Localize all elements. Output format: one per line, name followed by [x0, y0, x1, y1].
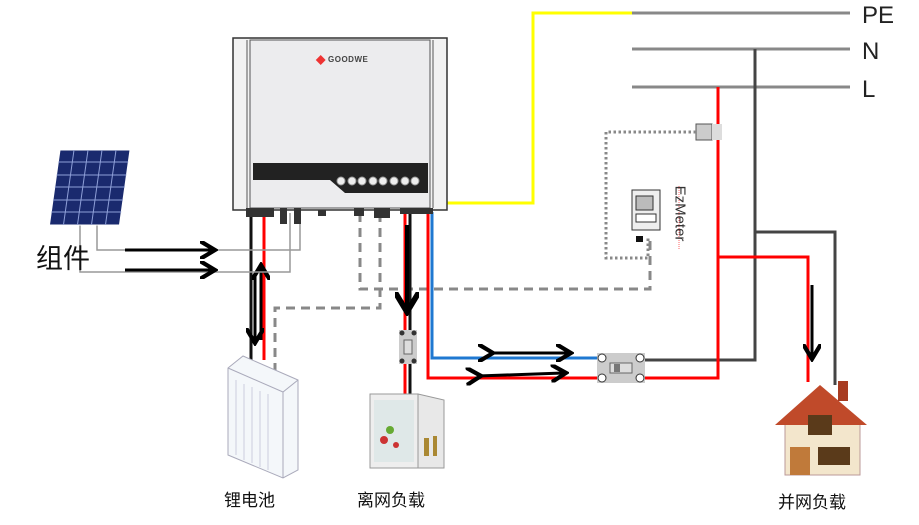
goodwe-logo-icon: [315, 55, 326, 65]
house: [775, 381, 867, 476]
ct-comm-wire: [604, 130, 696, 260]
live-grid-wire: [645, 87, 720, 380]
ac-neutral-wire: [430, 212, 597, 360]
pe-wire: [447, 11, 632, 205]
inverter-brand: GOODWE: [328, 55, 369, 64]
neutral-load-wire: [755, 230, 837, 385]
pv-wire-1: [96, 213, 301, 251]
offgrid-breaker[interactable]: [399, 330, 417, 364]
battery-comm-wire: [273, 213, 382, 375]
pe-label: PE: [862, 2, 895, 29]
battery-unit: [227, 355, 299, 479]
ct-sensor: [695, 123, 722, 141]
grid-flow-arrow-bottom: [478, 373, 563, 376]
solar-panel: [48, 149, 131, 226]
ac-breaker[interactable]: [597, 353, 645, 383]
grid-bus-lines: [632, 11, 850, 89]
offgrid-load-label: 离网负载: [357, 491, 425, 510]
pv-label: 组件: [36, 244, 90, 274]
live-load-wire: [718, 255, 810, 382]
ezmeter-device[interactable]: [631, 189, 661, 242]
refrigerator: [369, 393, 445, 469]
neutral-grid-wire: [645, 49, 757, 362]
grid-load-label: 并网负载: [778, 493, 846, 512]
l-label: L: [862, 76, 876, 103]
inverter[interactable]: [232, 37, 448, 224]
n-label: N: [862, 38, 880, 65]
ezmeter-label: EzMeter: [671, 185, 689, 242]
pv-wire-2: [79, 213, 291, 273]
meter-comm-wire: [358, 213, 652, 291]
battery-label: 锂电池: [224, 491, 275, 510]
